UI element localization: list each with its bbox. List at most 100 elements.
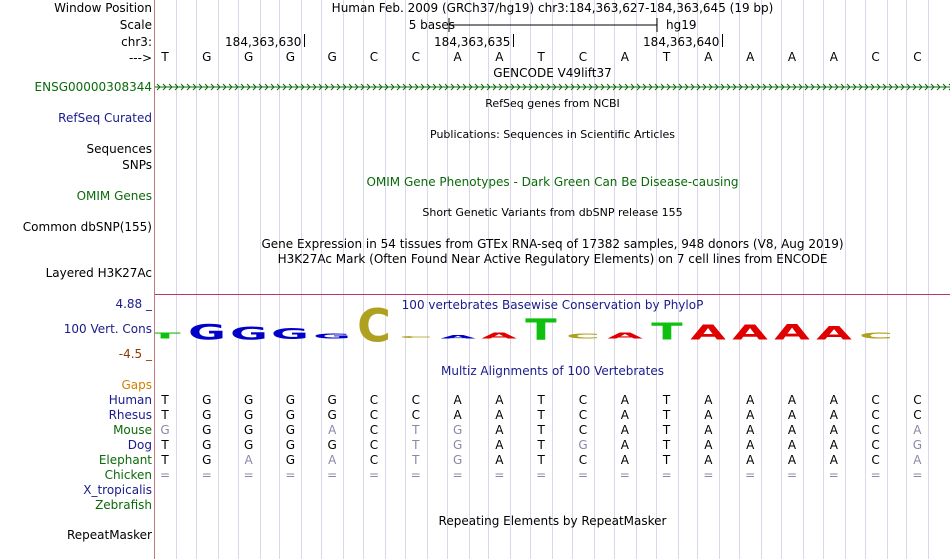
alignment-base: T xyxy=(662,438,671,452)
strand-chevron xyxy=(900,83,905,91)
strand-chevron xyxy=(426,83,431,91)
strand-chevron xyxy=(480,83,485,91)
species-label[interactable]: Elephant xyxy=(98,453,152,467)
sequence-base: A xyxy=(787,50,797,64)
strand-chevron xyxy=(324,83,329,91)
alignment-base: A xyxy=(495,393,504,407)
strand-chevron xyxy=(318,83,323,91)
alignment-base: C xyxy=(369,423,379,437)
grid-line xyxy=(677,0,679,559)
alignment-base: A xyxy=(453,393,462,407)
strand-chevron xyxy=(876,83,881,91)
alignment-base: G xyxy=(452,438,463,452)
species-label[interactable]: Rhesus xyxy=(108,408,152,422)
strand-chevron xyxy=(408,83,413,91)
cons-ymin-label: -4.5 _ xyxy=(118,347,152,361)
strand-chevron xyxy=(600,83,605,91)
grid-line xyxy=(613,0,615,559)
strand-chevron xyxy=(312,83,317,91)
gencode-track-label[interactable]: ENSG00000308344 xyxy=(34,80,152,94)
strand-chevron xyxy=(606,83,611,91)
refseq-track-label[interactable]: RefSeq Curated xyxy=(58,111,152,125)
alignment-base: A xyxy=(704,423,713,437)
alignment-base: A xyxy=(787,453,797,467)
logo-letter: G xyxy=(271,325,310,343)
h3k27ac-track-label[interactable]: Layered H3K27Ac xyxy=(45,266,152,280)
alignment-base: T xyxy=(412,453,420,467)
grid-line xyxy=(928,0,930,559)
alignment-base: A xyxy=(328,423,337,437)
alignment-base: A xyxy=(829,423,838,437)
alignment-base: G xyxy=(202,393,212,407)
alignment-base: G xyxy=(285,453,296,467)
strand-chevron xyxy=(450,83,455,91)
strand-chevron xyxy=(666,83,671,91)
dbsnp-track-label[interactable]: Common dbSNP(155) xyxy=(22,220,152,234)
dbsnp-track-title: Short Genetic Variants from dbSNP releas… xyxy=(422,206,683,219)
strand-chevron xyxy=(498,83,503,91)
alignment-base: A xyxy=(829,408,838,422)
strand-chevron xyxy=(648,83,653,91)
strand-chevron xyxy=(390,83,395,91)
alignment-base: C xyxy=(411,393,420,407)
grid-line xyxy=(552,0,554,559)
snps-track-label[interactable]: SNPs xyxy=(122,158,152,172)
omim-track-label[interactable]: OMIM Genes xyxy=(76,189,152,203)
strand-chevron xyxy=(246,83,251,91)
strand-chevron xyxy=(576,83,581,91)
species-label[interactable]: X_tropicalis xyxy=(83,483,152,497)
alignment-base: A xyxy=(787,393,797,407)
species-label[interactable]: Mouse xyxy=(113,423,152,437)
h3k27ac-track-title: H3K27Ac Mark (Often Found Near Active Re… xyxy=(277,252,828,266)
strand-chevron xyxy=(468,83,473,91)
strand-chevron xyxy=(786,83,791,91)
strand-chevron xyxy=(336,83,341,91)
alignment-base: A xyxy=(829,438,838,452)
alignment-base: C xyxy=(578,453,588,467)
species-label[interactable]: Zebrafish xyxy=(95,498,152,512)
alignment-base: = xyxy=(536,468,547,482)
sequence-base: G xyxy=(243,50,254,64)
grid-line xyxy=(761,0,763,559)
alignment-base: = xyxy=(243,468,254,482)
alignment-base: A xyxy=(913,453,922,467)
species-label[interactable]: Chicken xyxy=(104,468,152,482)
alignment-base: A xyxy=(328,453,337,467)
alignment-base: = xyxy=(577,468,589,482)
strand-chevron xyxy=(378,83,383,91)
grid-line xyxy=(488,0,490,559)
assembly-name: hg19 xyxy=(666,18,697,32)
grid-line xyxy=(844,0,846,559)
logo-letter: C xyxy=(858,331,893,341)
track-image-area[interactable]: Human Feb. 2009 (GRCh37/hg19) chr3:184,3… xyxy=(155,0,950,559)
logo-letter: T xyxy=(525,313,557,348)
strand-chevron xyxy=(780,83,785,91)
sequences-track-label[interactable]: Sequences xyxy=(86,142,152,156)
strand-chevron xyxy=(354,83,359,91)
gencode-gene-feature[interactable] xyxy=(155,80,950,94)
logo-letter: A xyxy=(606,331,643,341)
logo-letter: T xyxy=(650,319,683,346)
strand-chevron xyxy=(204,83,209,91)
alignment-base: G xyxy=(327,393,337,407)
repeatmasker-track-label[interactable]: RepeatMasker xyxy=(66,528,152,542)
alignment-base: T xyxy=(161,438,169,452)
strand-chevron xyxy=(438,83,443,91)
strand-chevron xyxy=(690,83,695,91)
cons-track-label[interactable]: 100 Vert. Cons xyxy=(63,322,152,336)
logo-letter: A xyxy=(774,320,810,345)
strand-chevron xyxy=(270,83,275,91)
species-label[interactable]: Human xyxy=(108,393,152,407)
sequence-base: T xyxy=(662,50,671,64)
sequence-base: C xyxy=(871,50,880,64)
alignment-base: C xyxy=(578,408,588,422)
strand-chevron xyxy=(456,83,461,91)
position-text: Human Feb. 2009 (GRCh37/hg19) chr3:184,3… xyxy=(331,1,774,15)
species-label[interactable]: Dog xyxy=(127,438,152,452)
alignment-base: = xyxy=(703,468,714,482)
alignment-base: T xyxy=(537,408,545,422)
grid-line xyxy=(697,0,699,559)
alignment-base: T xyxy=(662,393,671,407)
strand-chevron xyxy=(720,83,725,91)
grid-line xyxy=(468,0,470,559)
